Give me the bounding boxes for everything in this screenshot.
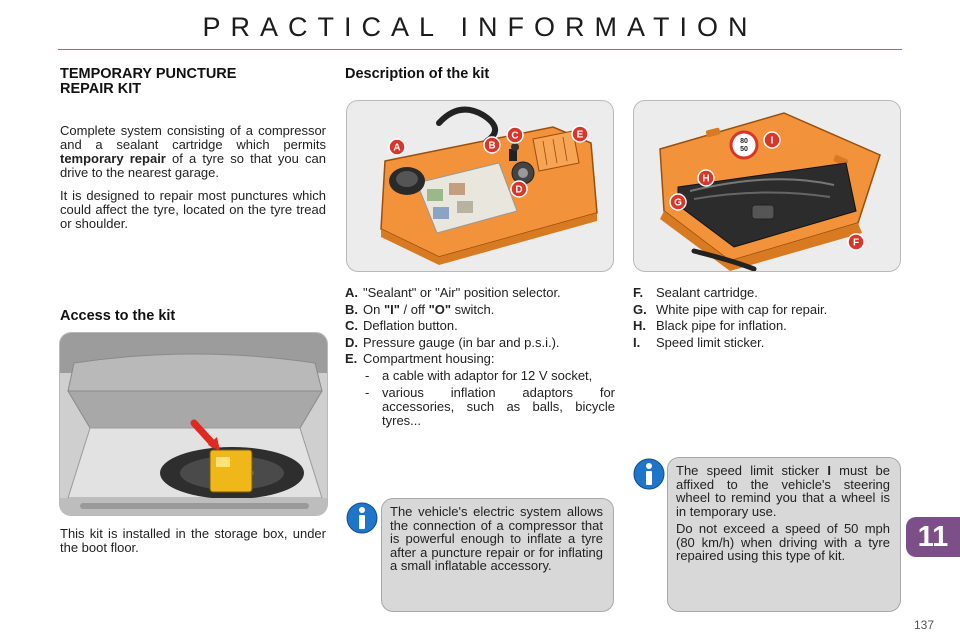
kit-legend-right: F.Sealant cartridge. G.White pipe with c… — [633, 285, 901, 351]
electric-system-note: The vehicle's electric system allows the… — [381, 498, 614, 612]
legend-item-e: E.Compartment housing: — [345, 351, 495, 366]
access-heading: Access to the kit — [60, 308, 176, 324]
callout-a-marker — [388, 138, 406, 156]
callout-e-label: E — [577, 130, 584, 141]
page-number: 137 — [914, 618, 935, 632]
legend-item-a: A."Sealant" or "Air" position selector. — [345, 285, 561, 300]
legend-item-c: C.Deflation button. — [345, 318, 458, 333]
callout-b-marker — [483, 136, 501, 154]
chapter-tab: 11 — [906, 517, 960, 557]
kit-open-drawing: 80 50 — [659, 112, 881, 271]
access-text: This kit is installed in the storage box… — [60, 526, 326, 555]
boot-drawing — [60, 333, 327, 515]
title-divider — [58, 49, 902, 50]
callout-d-marker — [510, 180, 528, 198]
kit-top-callouts: A B C D E — [388, 125, 589, 198]
legend-subitem-adaptors: -various inflation adaptors for accessor… — [365, 385, 615, 428]
speed-limit-note: The speed limit sticker I must be affixe… — [667, 457, 901, 612]
callout-a-label: A — [393, 143, 400, 154]
legend-item-h: H.Black pipe for inflation. — [633, 318, 787, 333]
purpose-paragraph: It is designed to repair most punctures … — [60, 188, 326, 231]
callout-c-label: C — [511, 131, 518, 142]
page-title: PRACTICAL INFORMATION — [202, 12, 758, 42]
callout-g-marker — [669, 193, 687, 211]
speed-sticker-value-80: 80 — [740, 138, 748, 145]
section-heading-repair-kit: TEMPORARY PUNCTURE REPAIR KIT — [60, 66, 237, 97]
legend-item-f: F.Sealant cartridge. — [633, 285, 758, 300]
legend-item-d: D.Pressure gauge (in bar and p.s.i.). — [345, 334, 560, 350]
callout-g-label: G — [674, 198, 682, 209]
legend-item-b: B.On "I" / off "O" switch. — [345, 301, 495, 317]
legend-item-g: G.White pipe with cap for repair. — [633, 301, 828, 317]
callout-b-label: B — [488, 141, 495, 152]
legend-item-i: I.Speed limit sticker. — [633, 334, 765, 350]
callout-d-label: D — [515, 185, 522, 196]
kit-legend-left: A."Sealant" or "Air" position selector. … — [345, 285, 615, 431]
kit-open-callouts: I H G F — [669, 131, 865, 251]
callout-c-marker — [506, 126, 524, 144]
info-icon — [633, 458, 665, 490]
callout-i-label: I — [771, 136, 774, 147]
kit-top-view: A B C D E — [346, 100, 614, 272]
callout-i-marker — [763, 131, 781, 149]
callout-e-marker — [571, 125, 589, 143]
legend-subitem-cable: -a cable with adaptor for 12 V socket, — [365, 368, 593, 383]
callout-f-marker — [847, 233, 865, 251]
boot-illustration — [59, 332, 328, 516]
description-heading: Description of the kit — [345, 66, 490, 82]
callout-f-label: F — [853, 238, 859, 249]
kit-top-drawing — [380, 106, 598, 265]
kit-open-view: 80 50 I H G F — [633, 100, 901, 272]
callout-h-marker — [697, 169, 715, 187]
intro-paragraph: Complete system consisting of a compress… — [60, 123, 327, 180]
info-icon — [346, 502, 378, 534]
callout-h-label: H — [702, 174, 709, 185]
speed-sticker-value-50: 50 — [740, 146, 748, 153]
